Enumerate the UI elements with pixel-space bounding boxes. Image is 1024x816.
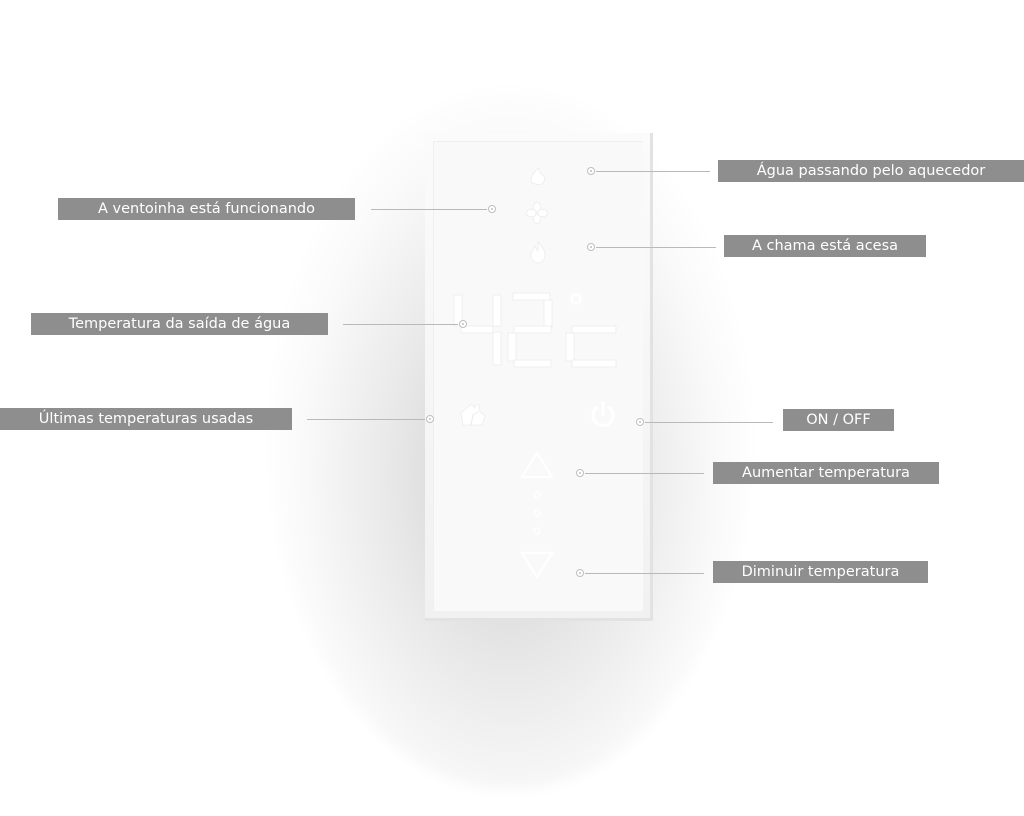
leader-line-water-temp (343, 324, 458, 325)
fan-icon (525, 201, 549, 225)
callout-flame: A chama está acesa (724, 235, 926, 257)
callout-water-flow: Água passando pelo aquecedor (718, 160, 1024, 182)
temperature-display (452, 292, 624, 368)
flame-icon (526, 239, 550, 265)
callout-anchor-water-flow (587, 167, 595, 175)
triangle-down-icon[interactable] (520, 551, 554, 579)
callout-water-temp: Temperatura da saída de água (31, 313, 328, 335)
history-icon[interactable] (458, 401, 488, 427)
leader-line-flame (596, 247, 716, 248)
leader-line-fan (371, 209, 487, 210)
callout-anchor-temp-up (576, 469, 584, 477)
callout-anchor-last-temps (426, 415, 434, 423)
callout-anchor-temp-down (576, 569, 584, 577)
callout-anchor-flame (587, 243, 595, 251)
leader-line-temp-up (585, 473, 704, 474)
water-drop-icon (526, 164, 550, 188)
callout-anchor-power (636, 418, 644, 426)
callout-temp-up: Aumentar temperatura (713, 462, 939, 484)
leader-line-last-temps (307, 419, 425, 420)
callout-anchor-water-temp (459, 320, 467, 328)
triangle-up-icon[interactable] (520, 451, 554, 479)
callout-temp-down: Diminuir temperatura (713, 561, 928, 583)
callout-anchor-fan (488, 205, 496, 213)
power-icon[interactable] (588, 400, 618, 430)
callout-last-temps: Últimas temperaturas usadas (0, 408, 292, 430)
level-indicator-dots (531, 489, 543, 539)
callout-power: ON / OFF (783, 409, 894, 431)
leader-line-water-flow (596, 171, 710, 172)
leader-line-temp-down (585, 573, 704, 574)
callout-fan: A ventoinha está funcionando (58, 198, 355, 220)
leader-line-power (645, 422, 773, 423)
